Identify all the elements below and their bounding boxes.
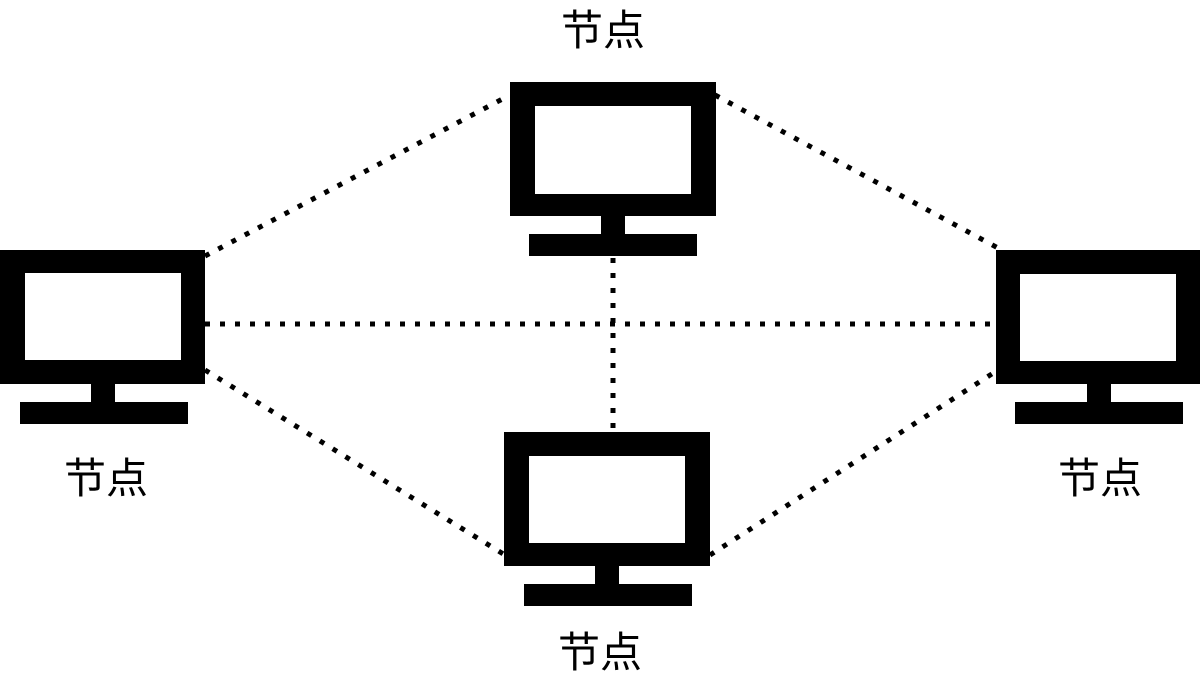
link-left-bottom xyxy=(203,367,507,558)
computer-monitor-icon xyxy=(510,82,716,256)
link-top-right xyxy=(713,92,1000,251)
computer-monitor-icon xyxy=(0,250,205,424)
computer-monitor-icon xyxy=(504,432,710,606)
node-label: 节点 xyxy=(558,628,642,677)
node-label: 节点 xyxy=(561,6,645,55)
node-bottom: 节点 xyxy=(504,432,710,677)
node-top: 节点 xyxy=(510,6,716,256)
connections xyxy=(203,92,1000,558)
link-left-top xyxy=(203,92,512,259)
link-bottom-right xyxy=(708,367,1000,558)
node-left: 节点 xyxy=(0,250,205,503)
node-label: 节点 xyxy=(64,454,148,503)
node-label: 节点 xyxy=(1058,454,1142,503)
computer-monitor-icon xyxy=(996,250,1200,424)
node-right: 节点 xyxy=(996,250,1200,503)
